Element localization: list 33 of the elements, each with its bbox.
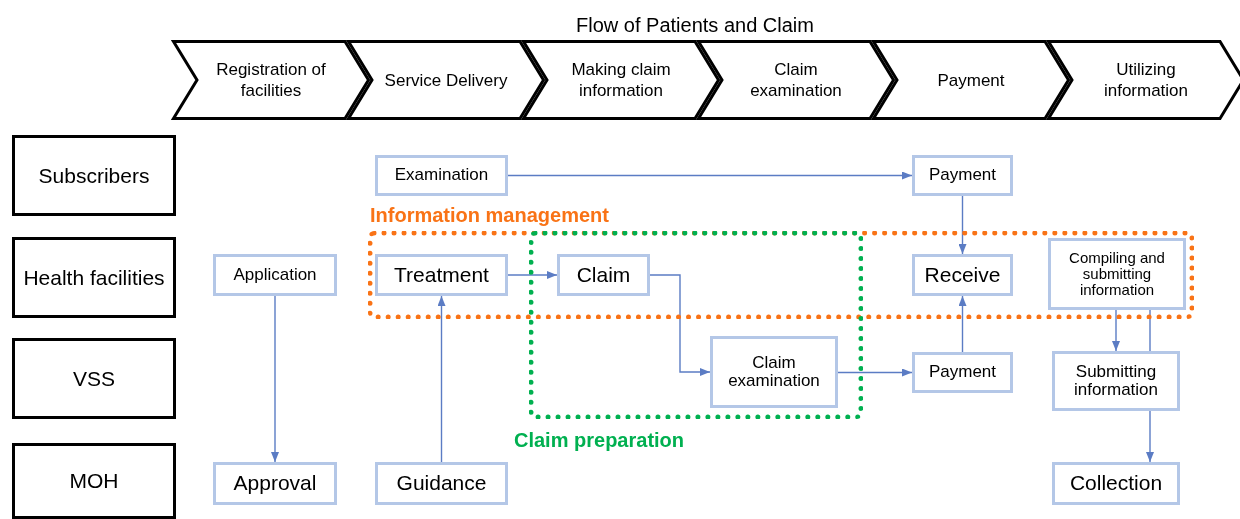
step-label: Utilizing information [1102,59,1190,101]
process-box: Payment [912,155,1013,196]
process-box: Submitting information [1052,351,1180,411]
step-label: Registration of facilities [215,59,327,101]
arrow [437,295,446,463]
arrow [1146,410,1154,463]
process-box: Claim [557,254,650,296]
region-heading: Information management [370,203,609,227]
process-box: Payment [912,352,1013,393]
row-header: MOH [12,443,176,519]
arrow [271,295,279,463]
arrow [507,271,558,279]
process-box: Examination [375,155,508,196]
arrow [958,295,967,353]
arrow [958,195,967,255]
row-header: Subscribers [12,135,176,216]
arrow [649,274,711,376]
step-label: Making claim information [570,59,672,101]
arrow [1112,309,1120,352]
process-box: Application [213,254,337,296]
region-heading: Claim preparation [514,428,685,452]
process-box: Claim examination [710,336,838,408]
process-box: Guidance [375,462,508,505]
arrow [507,171,913,180]
process-box: Collection [1052,462,1180,505]
process-box: Approval [213,462,337,505]
diagram-title: Flow of Patients and Claim [575,13,815,38]
process-box: Compiling and submitting information [1048,238,1186,310]
row-header: Health facilities [12,237,176,318]
process-box: Treatment [375,254,508,296]
row-header: VSS [12,338,176,419]
arrow [837,368,913,377]
process-box: Receive [912,254,1013,296]
